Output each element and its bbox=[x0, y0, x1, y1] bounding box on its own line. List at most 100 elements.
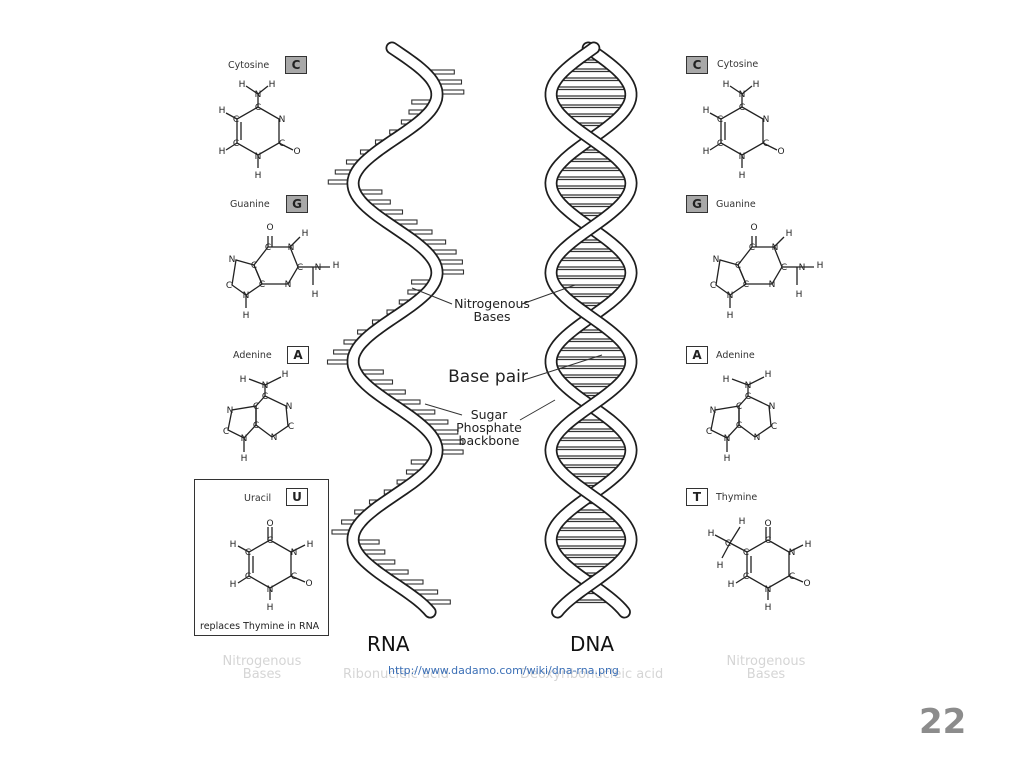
svg-text:N: N bbox=[291, 548, 298, 558]
svg-text:N: N bbox=[739, 90, 746, 100]
svg-text:O: O bbox=[750, 223, 757, 233]
cytosine-atom-labels-left: C N C N C C O N H H H H H bbox=[219, 80, 301, 181]
svg-text:H: H bbox=[703, 147, 710, 157]
svg-text:N: N bbox=[769, 280, 776, 290]
svg-text:C: C bbox=[288, 422, 294, 432]
nitrogenous-bases-annotation: Nitrogenous Bases bbox=[454, 296, 530, 324]
svg-text:N: N bbox=[772, 243, 779, 253]
guanine-label-right: Guanine bbox=[716, 199, 756, 210]
svg-text:C: C bbox=[251, 261, 257, 271]
svg-text:H: H bbox=[230, 540, 237, 550]
svg-text:H: H bbox=[739, 171, 746, 181]
svg-text:N: N bbox=[255, 90, 262, 100]
svg-text:H: H bbox=[333, 261, 340, 271]
svg-text:N: N bbox=[285, 280, 292, 290]
svg-text:H: H bbox=[708, 529, 715, 539]
svg-text:N: N bbox=[710, 406, 717, 416]
adenine-structure-right bbox=[710, 376, 772, 452]
svg-text:H: H bbox=[219, 106, 226, 116]
svg-text:H: H bbox=[817, 261, 824, 271]
svg-text:C: C bbox=[743, 572, 749, 582]
svg-text:C: C bbox=[706, 427, 712, 437]
svg-text:O: O bbox=[266, 519, 273, 529]
svg-text:C: C bbox=[736, 402, 742, 412]
svg-text:C: C bbox=[265, 243, 271, 253]
faint-right-bases-label: Nitrogenous Bases bbox=[726, 654, 806, 682]
svg-text:N: N bbox=[763, 115, 770, 125]
guanine-atom-labels-left: O C N H C N H H N C C N C N H bbox=[226, 223, 340, 321]
leader-line-bases-rna bbox=[411, 287, 453, 305]
faint-rna-full-label: Ribonucleic acid bbox=[343, 667, 449, 682]
svg-text:C: C bbox=[253, 402, 259, 412]
cytosine-label-left: Cytosine bbox=[228, 60, 270, 71]
svg-text:C: C bbox=[781, 263, 787, 273]
svg-text:N: N bbox=[267, 585, 274, 595]
svg-text:C: C bbox=[725, 539, 731, 549]
svg-text:C: C bbox=[743, 548, 749, 558]
svg-text:N: N bbox=[727, 291, 734, 301]
adenine-structure-left bbox=[227, 376, 289, 452]
svg-text:H: H bbox=[717, 561, 724, 571]
svg-text:H: H bbox=[765, 370, 772, 380]
svg-text:N: N bbox=[286, 402, 293, 412]
svg-text:H: H bbox=[796, 290, 803, 300]
cytosine-label-right: Cytosine bbox=[717, 59, 759, 70]
thymine-badge-right: T bbox=[686, 488, 708, 506]
svg-text:N: N bbox=[769, 402, 776, 412]
svg-text:H: H bbox=[243, 311, 250, 321]
guanine-atom-labels-right: O C N H C N H H N C C N C N H bbox=[710, 223, 824, 321]
svg-text:H: H bbox=[230, 580, 237, 590]
svg-text:C: C bbox=[279, 139, 285, 149]
guanine-structure-left bbox=[231, 236, 330, 308]
uracil-structure-left bbox=[237, 527, 306, 600]
svg-text:H: H bbox=[282, 370, 289, 380]
svg-text:H: H bbox=[312, 290, 319, 300]
source-link[interactable]: http://www.dadamo.com/wiki/dna-rna.png bbox=[388, 664, 619, 677]
svg-text:C: C bbox=[262, 392, 268, 402]
svg-text:C: C bbox=[259, 280, 265, 290]
svg-text:C: C bbox=[789, 572, 795, 582]
svg-text:H: H bbox=[723, 80, 730, 90]
svg-text:C: C bbox=[763, 139, 769, 149]
leader-line-bases-dna bbox=[521, 284, 576, 305]
adenine-label-right: Adenine bbox=[716, 350, 755, 361]
svg-text:N: N bbox=[271, 433, 278, 443]
svg-text:N: N bbox=[799, 263, 806, 273]
cytosine-badge-right: C bbox=[686, 56, 708, 74]
svg-text:H: H bbox=[307, 540, 314, 550]
svg-text:N: N bbox=[315, 263, 322, 273]
adenine-badge-right: A bbox=[686, 346, 708, 364]
svg-text:H: H bbox=[739, 517, 746, 527]
svg-text:H: H bbox=[703, 106, 710, 116]
svg-text:H: H bbox=[267, 603, 274, 613]
svg-text:N: N bbox=[229, 255, 236, 265]
svg-text:O: O bbox=[764, 519, 771, 529]
cytosine-atom-labels-right: C N C N C C O N H H H H H bbox=[703, 80, 785, 181]
guanine-badge-left: G bbox=[286, 195, 308, 213]
svg-text:H: H bbox=[723, 375, 730, 385]
svg-text:C: C bbox=[245, 548, 251, 558]
svg-text:O: O bbox=[305, 579, 312, 589]
svg-text:H: H bbox=[255, 171, 262, 181]
svg-text:C: C bbox=[297, 263, 303, 273]
svg-text:H: H bbox=[240, 375, 247, 385]
svg-text:H: H bbox=[728, 580, 735, 590]
faint-left-bases-label: Nitrogenous Bases bbox=[222, 654, 302, 682]
svg-text:H: H bbox=[239, 80, 246, 90]
svg-text:C: C bbox=[717, 139, 723, 149]
svg-text:C: C bbox=[743, 280, 749, 290]
rna-strand-fill bbox=[348, 43, 442, 617]
adenine-atom-labels-right: N H H C N C N C C N C N H bbox=[706, 370, 777, 464]
svg-text:H: H bbox=[241, 454, 248, 464]
svg-text:C: C bbox=[745, 392, 751, 402]
svg-text:N: N bbox=[288, 243, 295, 253]
svg-text:C: C bbox=[223, 427, 229, 437]
svg-text:C: C bbox=[749, 243, 755, 253]
svg-text:N: N bbox=[754, 433, 761, 443]
uracil-badge: U bbox=[286, 488, 308, 506]
svg-text:H: H bbox=[724, 454, 731, 464]
thymine-atom-labels-right: O C N H C O N H C C H C H H H bbox=[708, 517, 812, 613]
svg-text:C: C bbox=[233, 115, 239, 125]
svg-text:N: N bbox=[243, 291, 250, 301]
